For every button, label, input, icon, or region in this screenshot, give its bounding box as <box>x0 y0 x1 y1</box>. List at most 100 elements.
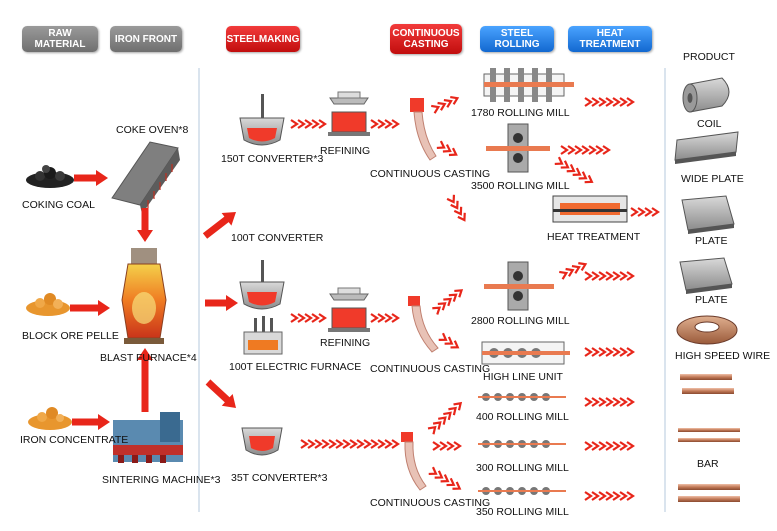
converter-150t-icon <box>239 94 285 146</box>
coil-product-icon <box>682 77 730 113</box>
header-raw-material: RAW MATERIAL <box>22 26 98 52</box>
label-rolling-mill-400: 400 ROLLING MILL <box>476 411 569 423</box>
converter-35t-icon <box>241 427 283 456</box>
flow-arrow <box>554 156 594 184</box>
continuous-casting-icon <box>401 432 427 491</box>
header-steel-rolling: STEEL ROLLING <box>480 26 554 52</box>
rolling-mill-350-icon <box>478 487 566 495</box>
flow-arrow <box>432 441 462 451</box>
label-wide-plate: WIDE PLATE <box>681 173 744 185</box>
label-rolling-mill-350: 350 ROLLING MILL <box>476 506 569 518</box>
flow-arrow <box>436 140 458 157</box>
flow-arrow <box>584 271 635 281</box>
flow-arrow <box>72 414 110 430</box>
header-product: PRODUCT <box>683 51 735 63</box>
flow-arrow <box>137 348 153 412</box>
plate-product-icon <box>681 195 735 234</box>
label-sintering-machine: SINTERING MACHINE*3 <box>102 474 221 486</box>
label-continuous-casting-1: CONTINUOUS CASTING <box>370 168 491 180</box>
bar-product-icon <box>678 428 740 442</box>
converter-100t-icon <box>239 260 285 310</box>
bar-product-icon <box>680 374 734 394</box>
label-rolling-mill-3500: 3500 ROLLING MILL <box>471 180 570 192</box>
refining-unit-icon <box>328 287 370 332</box>
label-block-ore: BLOCK ORE PELLE <box>22 330 119 342</box>
bar-product-icon <box>678 484 740 502</box>
block-ore-icon <box>26 293 70 316</box>
label-iron-concentrate: IRON CONCENTRATE <box>20 434 129 446</box>
flow-arrow <box>290 119 327 129</box>
label-coke-oven: COKE OVEN*8 <box>116 124 189 136</box>
rolling-mill-1780-icon <box>483 68 574 102</box>
plate-product-icon <box>679 257 733 294</box>
flow-arrow <box>300 439 400 449</box>
label-electric-furnace: 100T ELECTRIC FURNACE <box>229 361 362 373</box>
header-iron-front: IRON FRONT <box>110 26 182 52</box>
heat-treatment-furnace-icon <box>552 195 628 223</box>
continuous-casting-icon <box>408 296 439 353</box>
flow-arrow <box>202 212 236 239</box>
label-heat-treatment: HEAT TREATMENT <box>547 231 641 243</box>
flow-arrow <box>370 119 400 129</box>
flow-arrow <box>432 289 464 315</box>
label-high-line-unit: HIGH LINE UNIT <box>483 371 563 383</box>
flow-arrow <box>559 262 588 280</box>
label-refining-1: REFINING <box>320 145 371 157</box>
label-rolling-mill-300: 300 ROLLING MILL <box>476 462 569 474</box>
refining-unit-icon <box>328 91 370 136</box>
wire-coil-product-icon <box>676 315 738 345</box>
label-plate-2: PLATE <box>695 294 728 306</box>
flow-arrow <box>74 170 108 186</box>
flow-arrows <box>70 95 660 501</box>
flow-arrow <box>584 491 635 501</box>
label-high-speed-wire: HIGH SPEED WIRE <box>675 350 771 362</box>
flow-arrow <box>431 95 460 114</box>
iron-concentrate-icon <box>28 407 72 430</box>
wide-plate-product-icon <box>674 131 739 164</box>
label-bar: BAR <box>697 458 719 470</box>
blast-furnace-icon <box>121 248 167 344</box>
label-rolling-mill-1780: 1780 ROLLING MILL <box>471 107 570 119</box>
label-converter-100t: 100T CONVERTER <box>231 232 324 244</box>
flow-arrow <box>584 397 635 407</box>
label-continuous-casting-3: CONTINUOUS CASTING <box>370 497 491 509</box>
flow-arrow <box>584 97 635 107</box>
flow-arrow <box>290 313 327 323</box>
rolling-mill-3500-icon <box>486 123 550 173</box>
continuous-casting-icon <box>410 98 437 161</box>
label-refining-2: REFINING <box>320 337 371 349</box>
label-coil: COIL <box>697 118 722 130</box>
flow-arrow <box>205 379 236 408</box>
flow-arrow <box>630 207 660 217</box>
rolling-mill-2800-icon <box>484 261 554 311</box>
label-converter-150t: 150T CONVERTER*3 <box>221 153 324 165</box>
rolling-mill-300-icon <box>478 440 566 448</box>
header-steelmaking: STEELMAKING <box>226 26 300 52</box>
label-converter-35t: 35T CONVERTER*3 <box>231 472 328 484</box>
label-continuous-casting-2: CONTINUOUS CASTING <box>370 363 491 375</box>
flow-arrow <box>428 466 462 490</box>
flow-arrow <box>584 347 635 357</box>
label-coking-coal: COKING COAL <box>22 199 95 211</box>
flow-arrow <box>205 295 238 311</box>
label-blast-furnace: BLAST FURNACE*4 <box>100 352 197 364</box>
flow-arrow <box>137 208 153 242</box>
flow-arrow <box>560 145 611 155</box>
flow-arrow <box>427 401 463 435</box>
flow-arrow <box>446 194 466 222</box>
sintering-machine-icon <box>113 412 183 463</box>
label-plate-1: PLATE <box>695 235 728 247</box>
flow-arrow <box>584 441 635 451</box>
label-rolling-mill-2800: 2800 ROLLING MILL <box>471 315 570 327</box>
flow-arrow <box>70 300 110 316</box>
flow-arrow <box>438 332 460 349</box>
coking-coal-icon <box>26 165 74 188</box>
rolling-mill-400-icon <box>478 393 566 401</box>
electric-furnace-icon <box>243 316 283 355</box>
coke-oven-icon <box>111 141 180 214</box>
flow-arrow <box>370 313 400 323</box>
high-line-unit-icon <box>481 341 570 365</box>
